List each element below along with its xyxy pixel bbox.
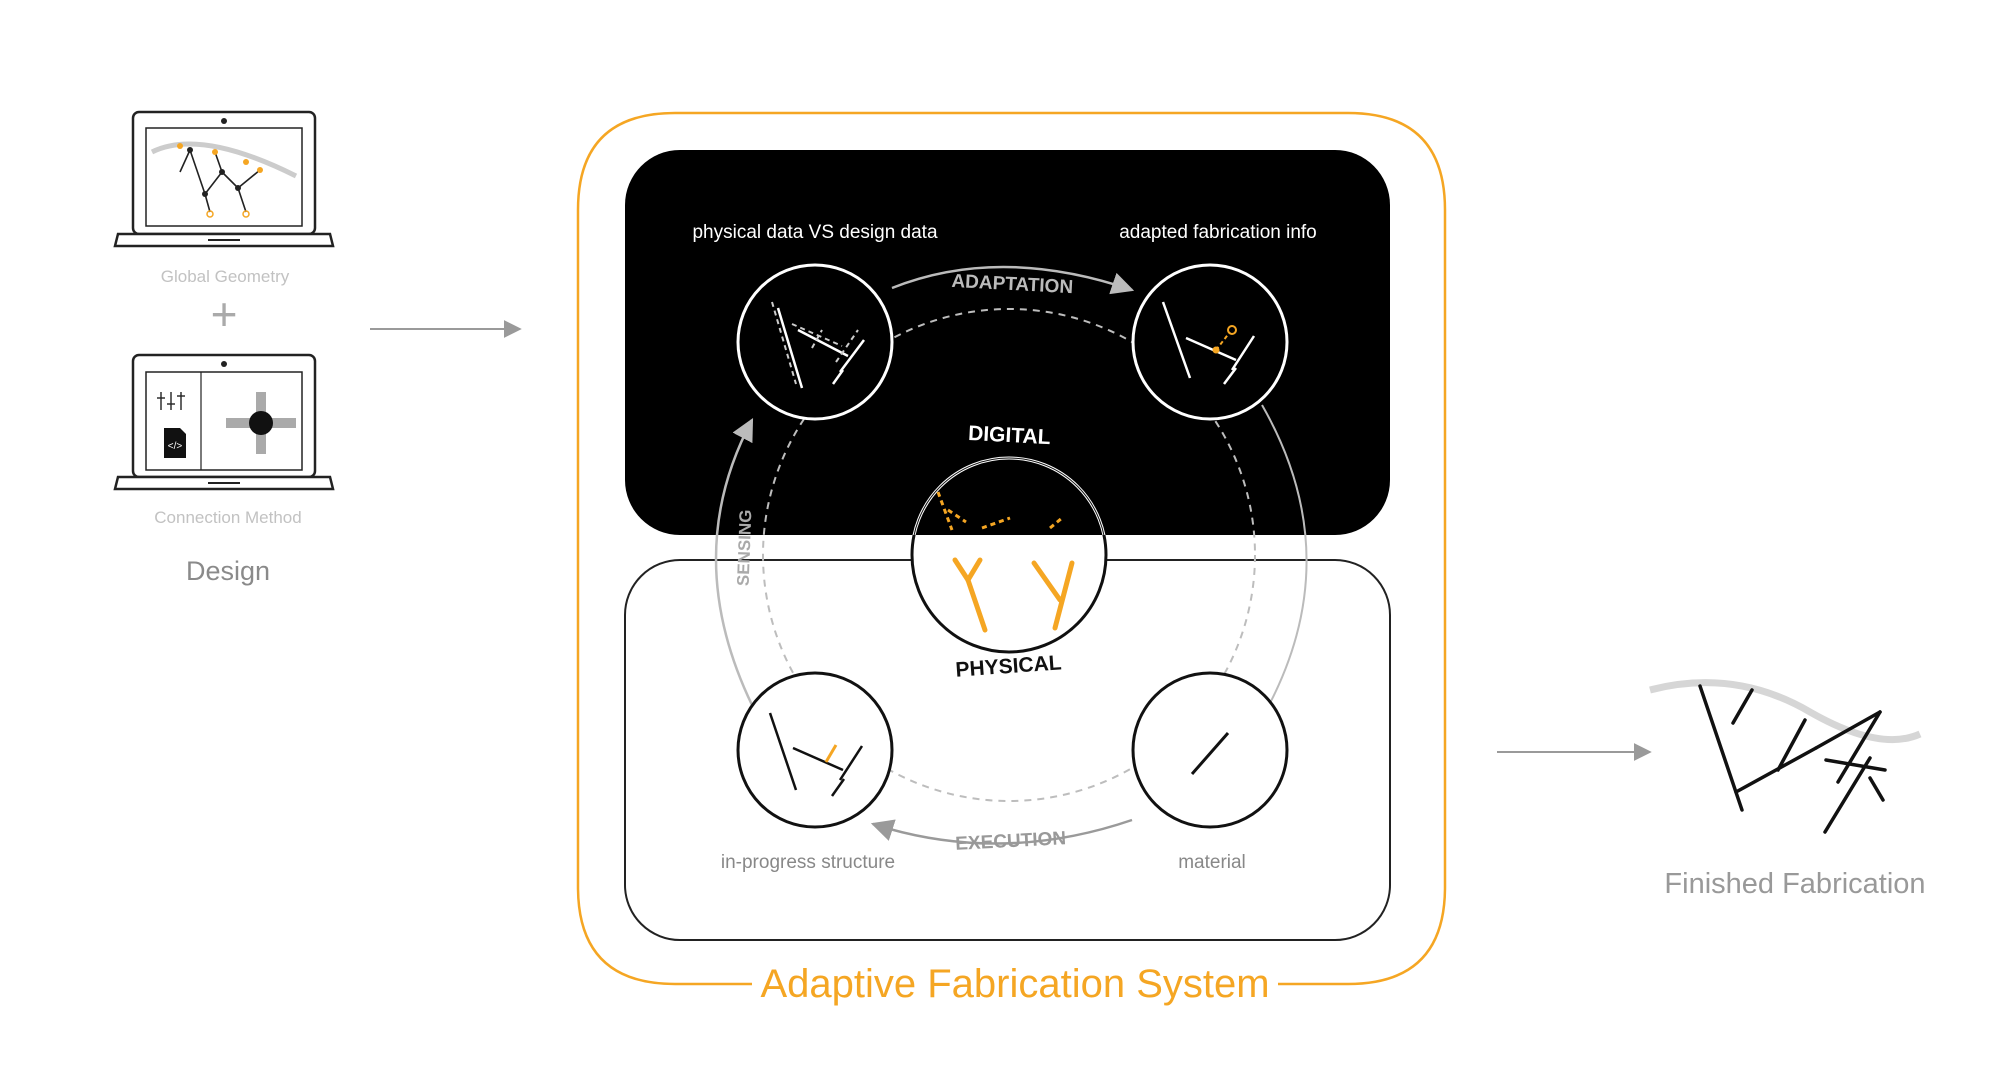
design-section: Global Geometry + </> [113,110,335,586]
plus-symbol: + [211,288,238,340]
adaptation-arc [891,265,1135,295]
global-geometry-label: Global Geometry [161,267,290,286]
laptop-global-geometry-icon [113,110,335,248]
compare-node-label: physical data VS design data [692,222,937,243]
code-file-icon: </> [164,428,186,458]
system-title: Adaptive Fabrication System [760,962,1269,1006]
design-label: Design [186,556,270,586]
sensing-label: SENSING [734,509,756,586]
execution-arc [870,818,1133,845]
in-progress-node-label: in-progress structure [721,852,895,873]
right-return-arc [1261,404,1308,708]
in-progress-node [736,671,894,829]
connection-method-label: Connection Method [154,508,301,527]
sliders-icon [157,392,185,410]
compare-node [736,263,894,421]
inner-dashed-ring [762,308,1256,802]
adapted-node-label: adapted fabrication info [1119,222,1317,243]
sensing-arc [714,418,754,706]
material-node [1131,671,1289,829]
center-digital-physical-node [910,456,1108,654]
digital-panel [625,150,1390,535]
finished-fabrication-section: Finished Fabrication [1649,679,1926,900]
finished-fabrication-label: Finished Fabrication [1664,868,1925,900]
connector-icon [226,392,296,454]
svg-text:</>: </> [168,441,183,452]
digital-label: DIGITAL [968,422,1052,449]
system-frame [576,111,1447,986]
material-node-label: material [1178,852,1246,873]
adapted-node [1131,263,1289,421]
laptop-connection-method-icon: </> [113,353,335,491]
adaptive-fabrication-system: Adaptive Fabrication System ADAPTATION E… [576,111,1447,1006]
finished-structure-icon [1698,684,1887,834]
